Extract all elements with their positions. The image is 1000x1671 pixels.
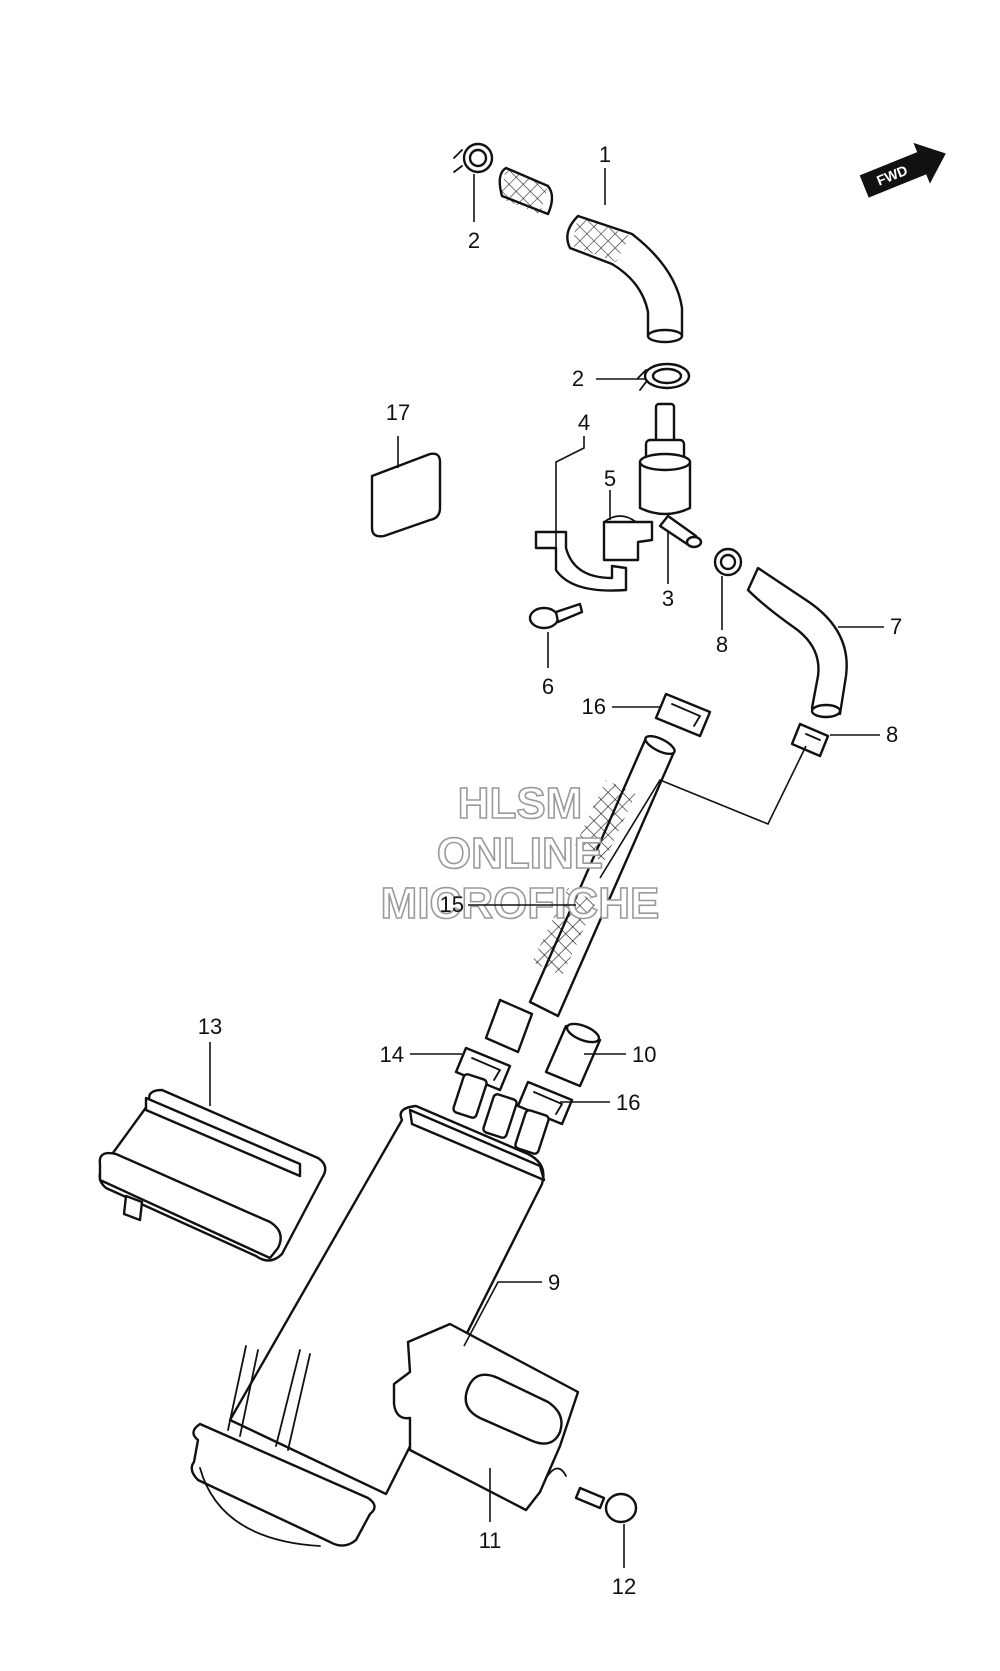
callout-5: 5 [604,466,616,491]
callout-9: 9 [548,1270,560,1295]
label-pad [370,452,442,538]
fwd-arrow-icon: FWD [859,142,946,198]
hose-clamp-middle [637,362,691,391]
fuel-strainer [98,1088,327,1262]
callout-7: 7 [890,614,902,639]
pump-holder [392,1322,580,1512]
filter-bracket [534,515,654,592]
callout-8-upper: 8 [716,632,728,657]
callout-2-middle: 2 [572,366,584,391]
callout-3: 3 [662,586,674,611]
braided-fuel-hose-long [484,734,676,1054]
hose-clamp-right-upper [713,547,743,577]
hose-clamp-upper [453,142,494,174]
watermark-line-1: HLSM [458,779,583,828]
callout-12: 12 [612,1574,636,1599]
fuel-pump [190,1073,550,1547]
callout-16-lower: 16 [616,1090,640,1115]
leader-lines [209,168,884,1568]
fuel-hose-right [746,566,848,719]
watermark: HLSM ONLINE MICROFICHE [380,778,660,929]
callout-15: 15 [440,892,464,917]
fuel-filter [638,402,703,549]
short-hose [544,1022,602,1088]
callout-10: 10 [632,1042,656,1067]
callout-14: 14 [380,1042,404,1067]
callout-2-upper: 2 [468,228,480,253]
callout-1: 1 [599,142,611,167]
hose-clamp-right-lower [790,722,830,758]
callout-11: 11 [479,1528,502,1553]
hose-clamp-14 [454,1046,512,1092]
callout-17: 17 [386,400,410,425]
callout-16-upper: 16 [582,694,606,719]
bracket-screw [528,602,584,630]
callout-labels: 1 2 2 3 4 5 6 7 8 8 9 10 11 12 13 14 16 … [198,142,902,1599]
holder-screw [574,1486,638,1524]
callout-13: 13 [198,1014,222,1039]
callout-6: 6 [542,674,554,699]
watermark-line-3: MICROFICHE [381,879,660,928]
hose-clamp-16-upper [654,692,712,738]
routing-line [599,745,807,879]
callout-8-lower: 8 [886,722,898,747]
hose-clamp-16-lower [516,1080,574,1126]
watermark-line-2: ONLINE [437,829,603,878]
fuel-hose-upper [498,166,684,344]
callout-4: 4 [578,410,590,435]
